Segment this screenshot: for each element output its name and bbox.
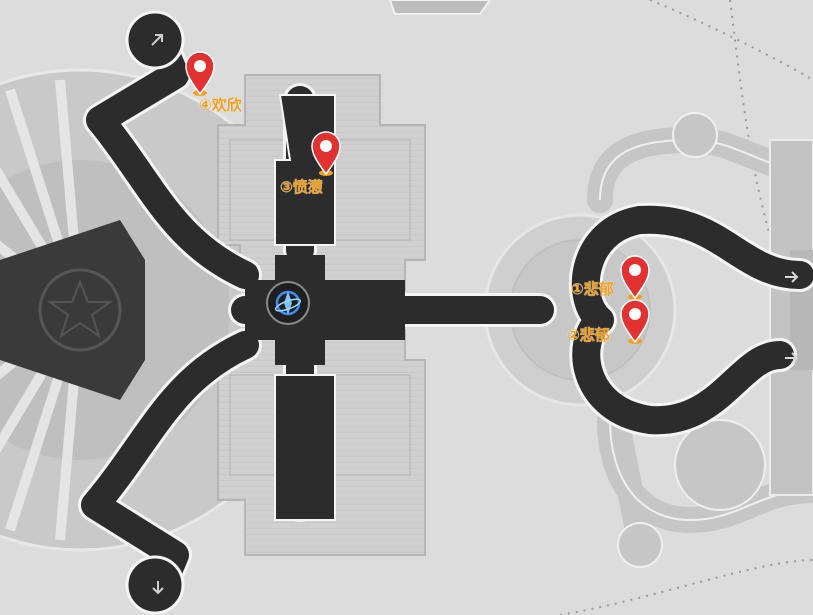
arrow-right-icon[interactable]	[783, 269, 799, 285]
space-anchor-icon[interactable]	[266, 281, 310, 325]
arrow-down-icon[interactable]	[149, 578, 167, 596]
location-pin-icon[interactable]	[615, 254, 655, 302]
marker-label: ②悲郁	[567, 326, 610, 345]
marker-label: ④欢欣	[199, 96, 242, 115]
location-pin-icon[interactable]	[615, 298, 655, 346]
location-pin-icon[interactable]	[180, 50, 220, 98]
location-pin-icon[interactable]	[306, 130, 346, 178]
arrow-up-right-icon[interactable]	[148, 31, 166, 49]
marker-label: ①悲郁	[571, 280, 614, 299]
marker-label: ③愤懑	[280, 178, 323, 197]
arrow-right-icon[interactable]	[783, 350, 799, 366]
